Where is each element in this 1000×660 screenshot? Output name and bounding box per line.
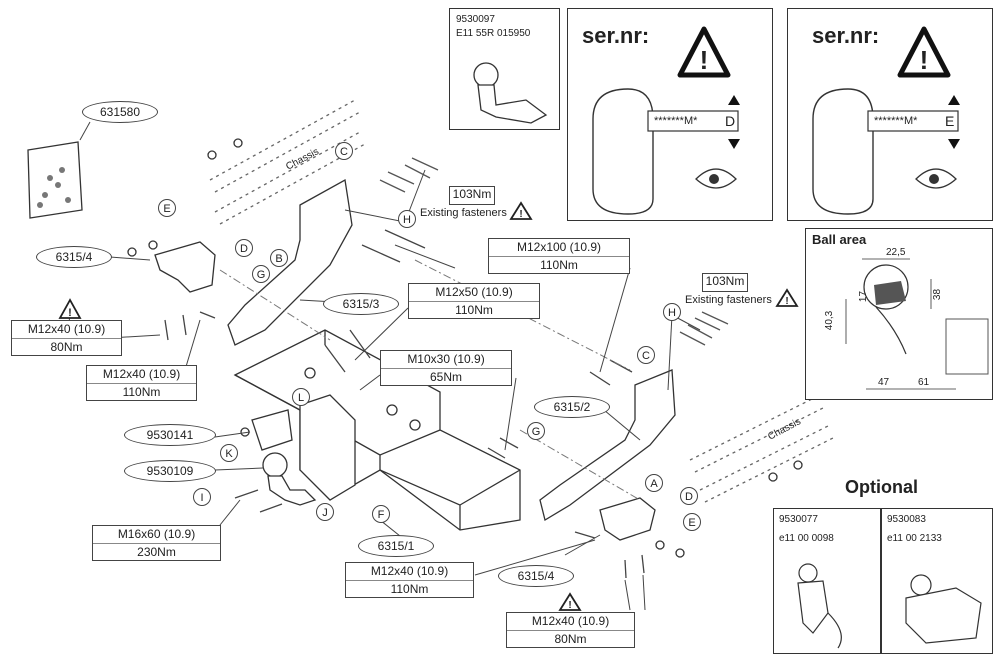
tow-ball-icon <box>905 574 982 644</box>
spec-m12x100: M12x100 (10.9) 110Nm <box>488 238 630 274</box>
svg-text:!: ! <box>68 307 72 319</box>
warning-triangle-icon: ! <box>558 592 582 611</box>
callout-h-right: H <box>663 303 681 321</box>
chassis-label-right: Chassis <box>766 416 803 442</box>
existing-torque-left: 103Nm <box>449 186 495 205</box>
dim-47: 47 <box>878 377 890 388</box>
callout-a: A <box>645 474 663 492</box>
callout-f: F <box>372 505 390 523</box>
svg-text:!: ! <box>568 600 571 611</box>
dim-38: 38 <box>932 288 944 301</box>
svg-text:!: ! <box>519 209 522 220</box>
serial-title: ser.nr: <box>812 23 880 48</box>
part-6315-1: 6315/1 <box>358 535 434 557</box>
serial-panel-e: ser.nr: ! *******M* E <box>787 8 993 221</box>
warning-triangle-icon: ! <box>677 26 731 78</box>
part-6315-2: 6315/2 <box>534 396 610 418</box>
spec-m16x60: M16x60 (10.9) 230Nm <box>92 525 221 561</box>
spec-m12x40-center: M12x40 (10.9) 110Nm <box>345 562 474 598</box>
part-9530141: 9530141 <box>124 424 216 446</box>
warning-triangle-icon: ! <box>897 26 951 78</box>
part-631580: 631580 <box>82 101 158 123</box>
callout-g-right: G <box>527 422 545 440</box>
callout-i: I <box>193 488 211 506</box>
eye-icon <box>695 168 737 189</box>
part-9530109: 9530109 <box>124 460 216 482</box>
callout-b: B <box>270 249 288 267</box>
part-6315-3: 6315/3 <box>323 293 399 315</box>
existing-torque-right: 103Nm <box>702 273 748 292</box>
svg-text:!: ! <box>920 45 929 75</box>
dim-40-3: 40,3 <box>824 310 836 331</box>
spec-m12x50: M12x50 (10.9) 110Nm <box>408 283 540 319</box>
callout-e-left: E <box>158 199 176 217</box>
part-6315-4-left: 6315/4 <box>36 246 112 268</box>
serial-letter: E <box>945 113 955 129</box>
optional-part-2: 9530083 <box>887 514 926 525</box>
callout-e-right: E <box>683 513 701 531</box>
part-6315-4-right: 6315/4 <box>498 565 574 587</box>
svg-text:!: ! <box>785 296 788 307</box>
serial-letter: D <box>725 113 736 129</box>
optional-approval-2: e11 00 2133 <box>887 533 942 544</box>
eye-icon <box>915 168 957 189</box>
ball-area-title: Ball area <box>812 232 867 247</box>
ball-top-panel: 9530097 E11 55R 015950 <box>449 8 560 130</box>
optional-item-2: 9530083 e11 00 2133 <box>881 508 993 654</box>
optional-approval-1: e11 00 0098 <box>779 533 834 544</box>
callout-c-left: C <box>335 142 353 160</box>
existing-text-right: Existing fasteners <box>685 294 772 306</box>
callout-k: K <box>220 444 238 462</box>
dim-61: 61 <box>918 377 930 388</box>
tow-ball-icon <box>797 563 842 649</box>
callout-h-left: H <box>398 210 416 228</box>
dim-22-5: 22,5 <box>886 247 906 258</box>
serial-title: ser.nr: <box>582 23 650 48</box>
warning-triangle-icon: ! <box>509 201 533 220</box>
callout-c-right: C <box>637 346 655 364</box>
existing-text-left: Existing fasteners <box>420 207 507 219</box>
serial-code: *******M* <box>654 115 698 127</box>
ball-area-panel: Ball area 22,5 17 38 40,3 47 61 <box>805 228 993 400</box>
spec-m10x30: M10x30 (10.9) 65Nm <box>380 350 512 386</box>
callout-j: J <box>316 503 334 521</box>
warning-triangle-icon: ! <box>775 288 799 307</box>
callout-d-left: D <box>235 239 253 257</box>
spec-m12x40-right-warn: M12x40 (10.9) 80Nm <box>506 612 635 648</box>
ball-top-approval: E11 55R 015950 <box>456 28 531 39</box>
optional-item-1: 9530077 e11 00 0098 <box>773 508 881 654</box>
callout-l: L <box>292 388 310 406</box>
spec-m12x40-left-warn: M12x40 (10.9) 80Nm <box>11 320 122 356</box>
tow-ball-icon <box>473 62 548 124</box>
dim-17: 17 <box>858 290 870 303</box>
spec-m12x40-left: M12x40 (10.9) 110Nm <box>86 365 197 401</box>
svg-text:!: ! <box>700 45 709 75</box>
callout-d-right: D <box>680 487 698 505</box>
serial-panel-d: ser.nr: ! *******M* D <box>567 8 773 221</box>
ball-top-part: 9530097 <box>456 14 495 25</box>
optional-title: Optional <box>845 477 918 497</box>
serial-code: *******M* <box>874 115 918 127</box>
callout-g-left: G <box>252 265 270 283</box>
optional-part-1: 9530077 <box>779 514 818 525</box>
warning-triangle-icon: ! <box>58 298 82 319</box>
